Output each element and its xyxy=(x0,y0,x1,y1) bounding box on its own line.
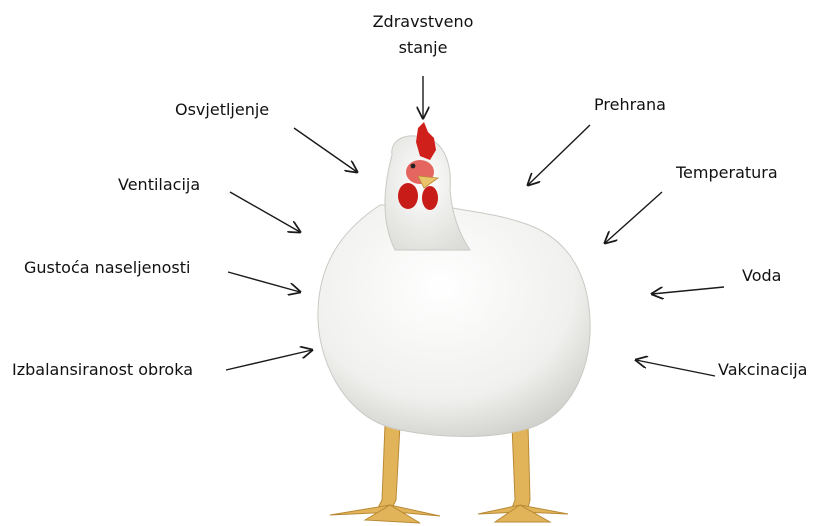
arrow-lighting xyxy=(294,128,357,172)
arrow-stocking-density xyxy=(228,272,300,292)
arrow-ration-balance xyxy=(226,350,312,370)
arrow-vaccination xyxy=(636,360,715,376)
label-ration-balance: Izbalansiranost obroka xyxy=(12,360,193,380)
label-stocking-density: Gustoća naseljenosti xyxy=(24,258,190,278)
label-temperature: Temperatura xyxy=(676,163,778,183)
label-health-line1: Zdravstveno xyxy=(360,12,486,32)
arrow-ventilation xyxy=(230,192,300,232)
label-lighting: Osvjetljenje xyxy=(175,100,269,120)
label-nutrition: Prehrana xyxy=(594,95,666,115)
label-health-line2: stanje xyxy=(360,38,486,58)
label-health: Zdravstveno stanje xyxy=(360,12,486,58)
label-water: Voda xyxy=(742,266,781,286)
arrow-nutrition xyxy=(528,125,590,185)
arrow-water xyxy=(652,287,724,294)
arrow-temperature xyxy=(605,192,662,243)
label-vaccination: Vakcinacija xyxy=(718,360,807,380)
label-ventilation: Ventilacija xyxy=(118,175,200,195)
